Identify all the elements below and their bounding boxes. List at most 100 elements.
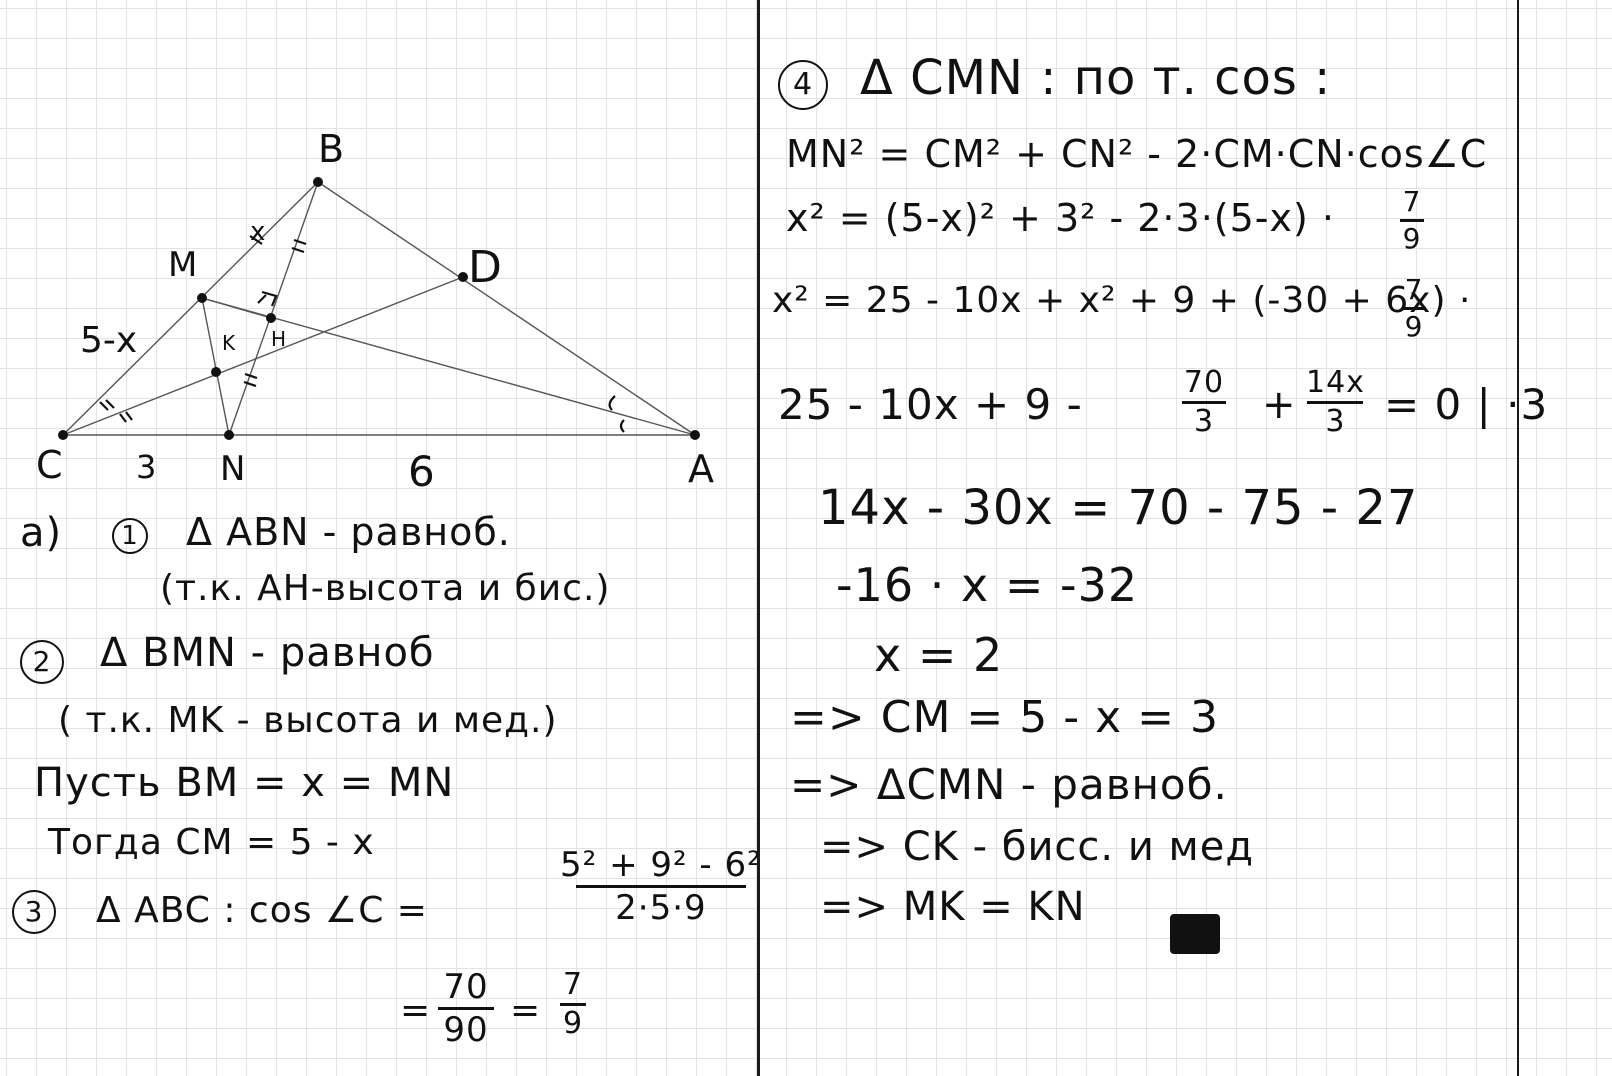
- tick-bh-1: [293, 238, 307, 246]
- point-b: [313, 177, 323, 187]
- point-k: [211, 367, 221, 377]
- cos-c-fraction: 5² + 9² - 6² 2·5·9: [560, 848, 762, 925]
- fraction2-numerator: 70: [443, 967, 489, 1007]
- qed-mark: [1170, 914, 1220, 954]
- point-h: [266, 313, 276, 323]
- fraction3-denominator: 9: [562, 1006, 584, 1041]
- segment-ma: [201, 297, 696, 436]
- line3-fraction: 7 9: [1402, 276, 1426, 341]
- step3-number: 3: [12, 890, 56, 934]
- conclusion-line-1: => CM = 5 - x = 3: [790, 692, 1219, 743]
- let-line: Пусть BM = x = MN: [34, 760, 455, 806]
- line4-f2-numerator: 14x: [1306, 365, 1365, 400]
- step4-title: Δ CMN : по т. cos :: [860, 50, 1332, 106]
- fraction-bar: [1182, 401, 1226, 404]
- right-margin-line: [1517, 0, 1519, 1076]
- point-n: [224, 430, 234, 440]
- point-a: [690, 430, 700, 440]
- fraction-bar: [1400, 219, 1424, 222]
- line4-f2-denominator: 3: [1325, 404, 1346, 439]
- step2-number: 2: [20, 640, 64, 684]
- equation-line-2: x² = (5-x)² + 3² - 2·3·(5-x) ·: [786, 196, 1335, 240]
- column-divider: [757, 0, 760, 1076]
- equation-line-4a: 25 - 10x + 9 -: [778, 380, 1083, 429]
- line4-end: = 0 | ·3: [1384, 380, 1549, 429]
- line4-f1-numerator: 70: [1183, 365, 1225, 400]
- cos-c-numerator: 5² + 9² - 6²: [560, 845, 762, 885]
- angle-tick-c-3: [119, 413, 127, 423]
- line2-denominator: 9: [1402, 222, 1422, 255]
- cos-c-fraction-2: 70 90: [438, 970, 494, 1047]
- line2-fraction: 7 9: [1400, 188, 1424, 253]
- segment-bn: [228, 181, 319, 436]
- conclusion-line-2: => ΔCMN - равноб.: [790, 760, 1228, 809]
- segment-mn: [201, 297, 230, 436]
- label-segment-cn: 3: [136, 448, 156, 486]
- then-line: Тогда CM = 5 - x: [48, 822, 375, 863]
- step1-line1: Δ ABN - равноб.: [186, 510, 511, 554]
- side-ba: [317, 181, 696, 436]
- equation-line-3: x² = 25 - 10x + x² + 9 + (-30 + 6x) ·: [772, 280, 1472, 321]
- tick-bh-2: [291, 246, 305, 254]
- fraction-bar: [575, 885, 746, 888]
- fraction-bar: [560, 1003, 586, 1006]
- label-b: B: [318, 127, 344, 171]
- fraction-bar: [1307, 401, 1364, 404]
- label-h: H: [271, 327, 286, 351]
- equation-line-7: x = 2: [874, 628, 1004, 682]
- step1-number: 1: [112, 518, 148, 554]
- line4-fraction-1: 70 3: [1182, 368, 1226, 437]
- line3-denominator: 9: [1404, 310, 1424, 343]
- line3-numerator: 7: [1404, 273, 1424, 306]
- side-cb: [62, 181, 319, 436]
- tick-kn-2: [243, 380, 257, 388]
- step3-lhs: Δ ABC : cos ∠C =: [96, 890, 428, 931]
- equals-sign: =: [400, 990, 432, 1031]
- segment-cd: [62, 276, 464, 436]
- fraction-bar: [438, 1007, 494, 1010]
- part-a-label: a): [20, 510, 63, 556]
- tick-bm: [249, 235, 263, 245]
- point-d: [458, 272, 468, 282]
- right-angle-mark: [261, 290, 278, 307]
- point-m: [197, 293, 207, 303]
- line2-numerator: 7: [1402, 185, 1422, 218]
- equation-line-5: 14x - 30x = 70 - 75 - 27: [818, 480, 1419, 536]
- step2-line1: Δ BMN - равноб: [100, 630, 435, 676]
- label-segment-bm: x: [250, 217, 265, 247]
- tick-kn-1: [244, 372, 258, 380]
- label-d: D: [468, 242, 502, 293]
- label-segment-na: 6: [408, 447, 435, 496]
- equation-line-6: -16 · x = -32: [836, 558, 1139, 612]
- line4-plus: +: [1262, 382, 1297, 428]
- point-c: [58, 430, 68, 440]
- equals-sign: =: [510, 990, 542, 1031]
- right-angle-mark-2: [257, 294, 267, 304]
- angle-tick-c-4: [125, 411, 133, 421]
- label-a: A: [688, 447, 714, 491]
- cos-c-denominator: 2·5·9: [615, 888, 707, 928]
- label-m: M: [168, 245, 197, 285]
- line4-f1-denominator: 3: [1193, 404, 1215, 439]
- conclusion-line-4: => MK = KN: [820, 884, 1086, 930]
- label-k: K: [222, 331, 236, 355]
- angle-arc-a-2: [619, 419, 625, 433]
- fraction-bar: [1402, 307, 1426, 310]
- label-n: N: [220, 449, 245, 489]
- segment-mh: [201, 297, 272, 319]
- angle-arc-a-1: [608, 395, 616, 411]
- step2-line2: ( т.к. MK - высота и мед.): [58, 700, 558, 741]
- angle-tick-c-1: [99, 401, 109, 411]
- step1-line2: (т.к. AH-высота и бис.): [160, 568, 611, 609]
- angle-tick-c-2: [105, 399, 115, 409]
- label-c: C: [36, 443, 63, 487]
- fraction2-denominator: 90: [443, 1010, 489, 1050]
- cosine-law-line: MN² = CM² + CN² - 2·CM·CN·cos∠C: [786, 132, 1488, 176]
- step4-number: 4: [778, 60, 828, 110]
- conclusion-line-3: => CK - бисс. и мед: [820, 824, 1254, 870]
- line4-fraction-2: 14x 3: [1306, 368, 1365, 437]
- label-segment-cm: 5-x: [80, 320, 137, 361]
- triangle-figure: B M D C N A K H x 5-x 3 6: [36, 127, 714, 496]
- fraction3-numerator: 7: [562, 967, 584, 1002]
